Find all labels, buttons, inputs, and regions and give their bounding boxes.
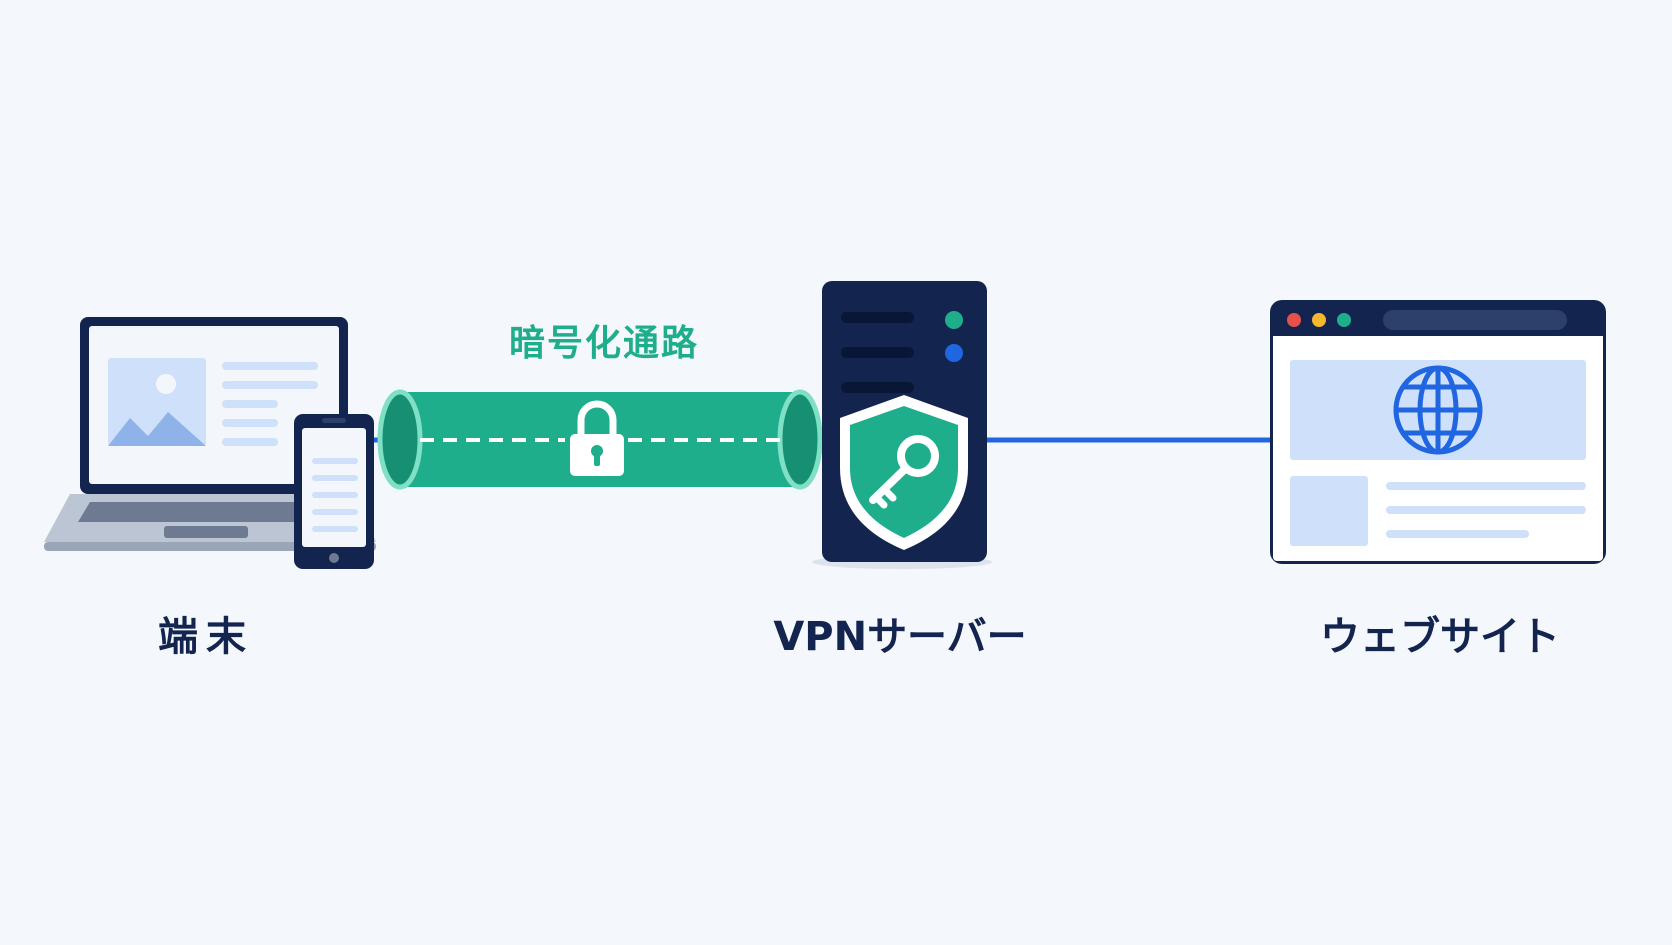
website-label: ウェブサイト — [1320, 614, 1560, 660]
vpn-server-label: VPNサーバー — [773, 614, 1027, 660]
browser-window-icon — [1270, 300, 1606, 564]
tunnel-label: 暗号化通路 — [508, 323, 699, 364]
padlock-icon — [570, 400, 624, 476]
laptop-icon — [44, 317, 376, 551]
smartphone-icon — [294, 414, 374, 569]
device-label: 端末 — [158, 614, 254, 660]
shield-key-icon — [840, 395, 968, 550]
globe-icon — [1393, 365, 1483, 455]
